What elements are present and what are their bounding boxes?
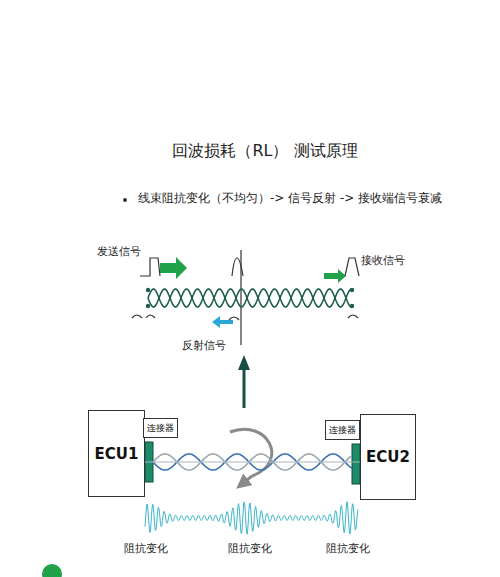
wire-end xyxy=(350,288,354,292)
connector-label-box: 连接器 xyxy=(325,420,360,440)
connector-block xyxy=(352,444,360,484)
twisted-wire xyxy=(148,289,352,307)
page-badge xyxy=(42,564,62,577)
bullet-text: 线束阻抗变化（不均匀）-> 信号反射 -> 接收端信号衰减 xyxy=(138,192,442,206)
impedance-label: 阻抗变化 xyxy=(326,543,370,556)
harness-line xyxy=(145,462,360,463)
receive-pulse xyxy=(345,258,359,276)
node-text: ECU1 xyxy=(95,445,139,463)
wire-end xyxy=(350,304,354,308)
node-text: 连接器 xyxy=(147,422,174,435)
impedance-label: 阻抗变化 xyxy=(124,543,168,556)
node-text: 连接器 xyxy=(329,424,356,437)
connector-label-box: 连接器 xyxy=(143,418,178,438)
impedance-label: 阻抗变化 xyxy=(228,543,272,556)
receive-arrow xyxy=(324,269,346,283)
impedance-wave xyxy=(145,502,358,535)
pulse xyxy=(232,258,243,276)
reflect-arrow xyxy=(212,316,233,328)
send-pulse xyxy=(140,258,160,276)
signal-label: 发送信号 xyxy=(97,246,141,259)
reflect-pulse xyxy=(132,315,358,320)
wire-end xyxy=(146,304,150,308)
up-arrow xyxy=(243,368,246,408)
signal-label: 反射信号 xyxy=(182,340,226,353)
bullet-dot xyxy=(123,198,127,202)
twist-arrow-head xyxy=(242,476,252,484)
up-arrow-head xyxy=(238,355,250,370)
twisted-wire xyxy=(148,289,352,307)
ecu-box: ECU1 xyxy=(88,410,145,497)
send-arrow xyxy=(160,257,187,279)
wire-end xyxy=(146,288,150,292)
node-text: ECU2 xyxy=(366,448,410,466)
ecu-box: ECU2 xyxy=(360,414,416,500)
title: 回波损耗（RL） 测试原理 xyxy=(0,142,500,160)
signal-label: 接收信号 xyxy=(361,255,405,268)
